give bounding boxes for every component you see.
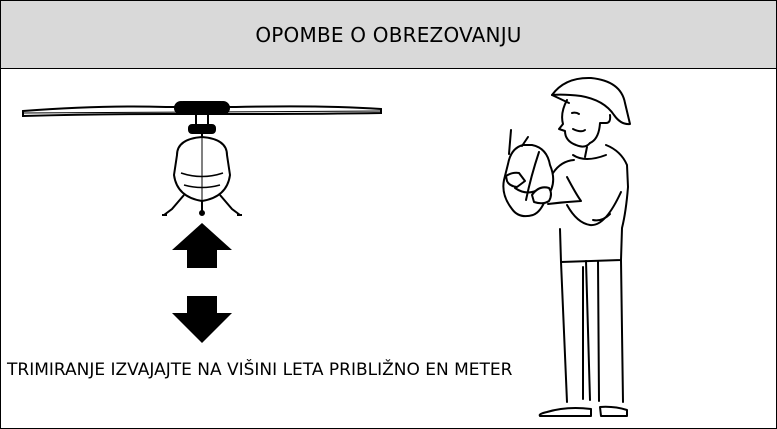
content-area: TRIMIRANJE IZVAJAJTE NA VIŠINI LETA PRIB…	[1, 69, 776, 428]
person-holding-helicopter-illustration	[502, 76, 631, 417]
trim-instruction-text: TRIMIRANJE IZVAJAJTE NA VIŠINI LETA PRIB…	[7, 360, 513, 380]
arrow-up-icon	[172, 223, 232, 268]
section-header: OPOMBE O OBREZOVANJU	[1, 1, 776, 69]
illustration	[22, 76, 631, 417]
header-title: OPOMBE O OBREZOVANJU	[255, 22, 522, 47]
arrow-down-icon	[172, 296, 232, 343]
helicopter-icon	[22, 101, 382, 216]
